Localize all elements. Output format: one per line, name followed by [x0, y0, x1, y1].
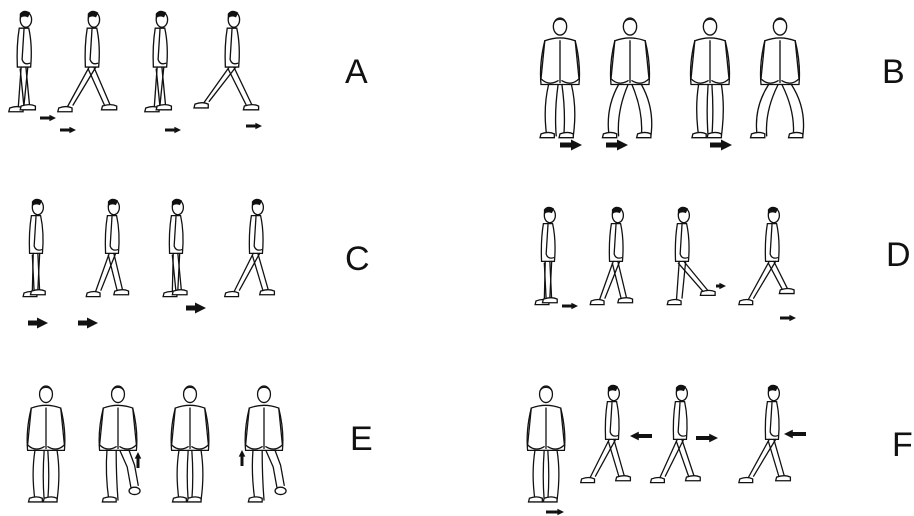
- person-figure: [23, 199, 45, 296]
- motion-arrow: [560, 140, 582, 151]
- motion-arrow: [239, 450, 246, 466]
- person-figure: [99, 386, 140, 502]
- panel-f-label: F: [892, 428, 913, 462]
- motion-arrow: [28, 318, 48, 329]
- panel-a-figures: [0, 0, 340, 150]
- panel-c: C: [0, 190, 457, 340]
- person-figure: [739, 207, 794, 304]
- motion-arrow: [186, 303, 206, 314]
- panel-f-figures: [520, 370, 840, 516]
- panel-a: A: [0, 0, 457, 172]
- panel-e-figures: [0, 370, 340, 516]
- person-figure: [751, 18, 804, 138]
- person-figure: [27, 386, 65, 502]
- person-figure: [245, 386, 286, 502]
- panel-c-label: C: [345, 242, 370, 276]
- person-figure: [527, 386, 565, 502]
- motion-arrow: [606, 140, 628, 151]
- motion-arrow: [780, 315, 796, 322]
- panel-f: F: [520, 370, 914, 516]
- person-figure: [540, 18, 579, 138]
- person-figure: [651, 385, 701, 482]
- motion-arrow: [246, 123, 262, 130]
- motion-arrow: [78, 318, 98, 329]
- person-figure: [581, 385, 631, 482]
- panel-b-figures: [520, 0, 840, 160]
- person-figure: [225, 199, 275, 296]
- person-figure: [194, 11, 259, 110]
- motion-arrow: [710, 140, 732, 151]
- motion-arrow: [562, 303, 578, 310]
- panel-b-label: B: [882, 55, 905, 89]
- person-figure: [86, 199, 128, 296]
- person-figure: [171, 386, 209, 502]
- panel-d: D: [520, 190, 914, 340]
- person-figure: [163, 199, 187, 296]
- person-figure: [58, 11, 117, 111]
- person-figure: [739, 385, 791, 482]
- motion-arrow: [546, 509, 564, 516]
- panel-d-label: D: [886, 238, 911, 272]
- person-figure: [602, 18, 651, 138]
- panel-e: E: [0, 370, 457, 516]
- panel-d-figures: [520, 190, 840, 340]
- panel-a-label: A: [345, 55, 368, 89]
- motion-arrow: [784, 430, 806, 439]
- motion-arrow: [630, 432, 652, 441]
- panel-b: B: [520, 0, 914, 172]
- motion-arrow: [60, 127, 76, 134]
- panel-c-figures: [0, 190, 340, 340]
- person-figure: [691, 18, 730, 138]
- motion-arrow: [40, 115, 56, 122]
- person-figure: [667, 207, 715, 304]
- panel-e-label: E: [350, 422, 373, 456]
- motion-arrow: [135, 452, 142, 468]
- motion-arrow: [165, 127, 181, 134]
- person-figure: [145, 11, 172, 111]
- person-figure: [535, 207, 557, 304]
- motion-arrow: [696, 434, 718, 443]
- motion-arrow: [716, 283, 726, 290]
- person-figure: [9, 11, 36, 111]
- person-figure: [590, 207, 632, 304]
